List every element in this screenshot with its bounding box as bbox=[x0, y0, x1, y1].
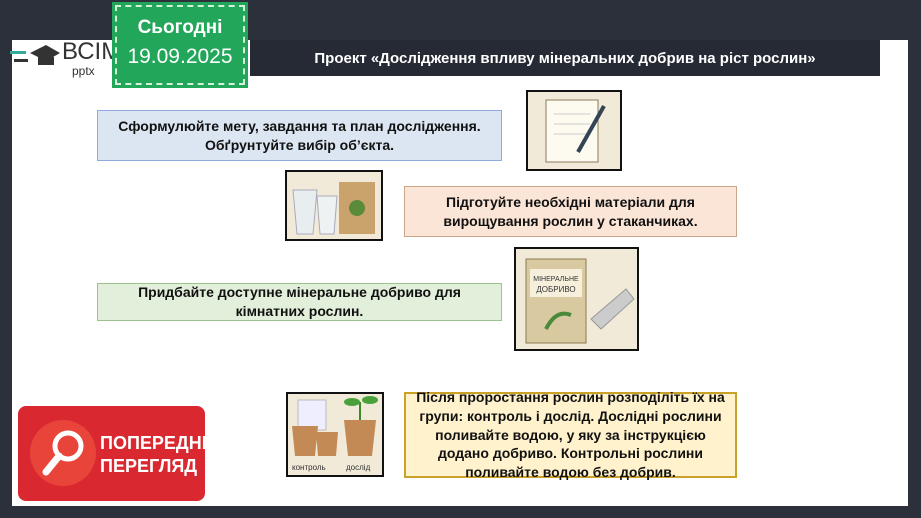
pots-image: контроль дослід bbox=[286, 392, 384, 477]
date-badge: Сьогодні 19.09.2025 bbox=[112, 2, 248, 88]
step-3: Придбайте доступне мінеральне добриво дл… bbox=[97, 283, 502, 321]
svg-text:ДОБРИВО: ДОБРИВО bbox=[536, 285, 575, 294]
page-title: Проект «Дослідження впливу мінеральних д… bbox=[250, 40, 880, 76]
logo: ВСІМ pptx bbox=[10, 35, 121, 78]
fertilizer-bag-image: МІНЕРАЛЬНЕ ДОБРИВО bbox=[514, 247, 639, 351]
step-1: Сформулюйте мету, завдання та план дослі… bbox=[97, 110, 502, 161]
notebook-image bbox=[526, 90, 622, 171]
svg-text:дослід: дослід bbox=[346, 463, 371, 472]
graduation-cap-icon bbox=[10, 45, 60, 65]
svg-text:МІНЕРАЛЬНЕ: МІНЕРАЛЬНЕ bbox=[533, 276, 579, 283]
svg-text:контроль: контроль bbox=[292, 463, 326, 472]
cups-image bbox=[285, 170, 383, 241]
step-4: Після проростання рослин розподіліть їх … bbox=[404, 389, 737, 480]
step-2: Підготуйте необхідні матеріали для вирощ… bbox=[404, 186, 737, 237]
magnifier-icon bbox=[30, 420, 96, 486]
